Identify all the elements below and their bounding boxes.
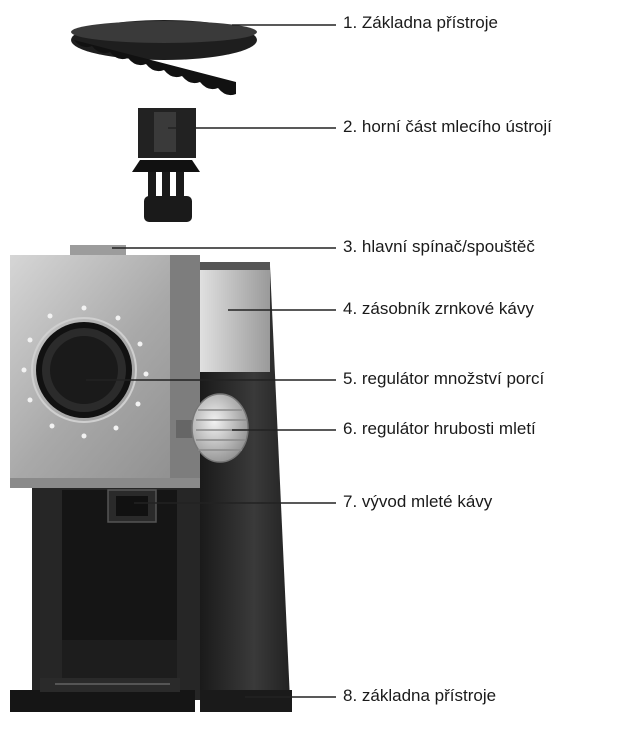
label-4: 4. zásobník zrnkové kávy <box>343 299 534 318</box>
coffee-outlet <box>107 489 157 523</box>
label-2: 2. horní část mlecího ústrojí <box>343 117 552 136</box>
label-7: 7. vývod mleté kávy <box>343 492 493 511</box>
grind-knob <box>176 393 249 463</box>
label-6: 6. regulátor hrubosti mletí <box>343 419 536 438</box>
portion-dial <box>21 305 149 439</box>
label-1: 1. Základna přístroje <box>343 13 498 32</box>
burr-top-part <box>132 108 200 222</box>
lid <box>71 20 257 96</box>
leader-lines <box>86 24 336 698</box>
label-5: 5. regulátor množství porcí <box>343 369 545 388</box>
label-3: 3. hlavní spínač/spouštěč <box>343 237 535 256</box>
label-8: 8. základna přístroje <box>343 686 497 705</box>
